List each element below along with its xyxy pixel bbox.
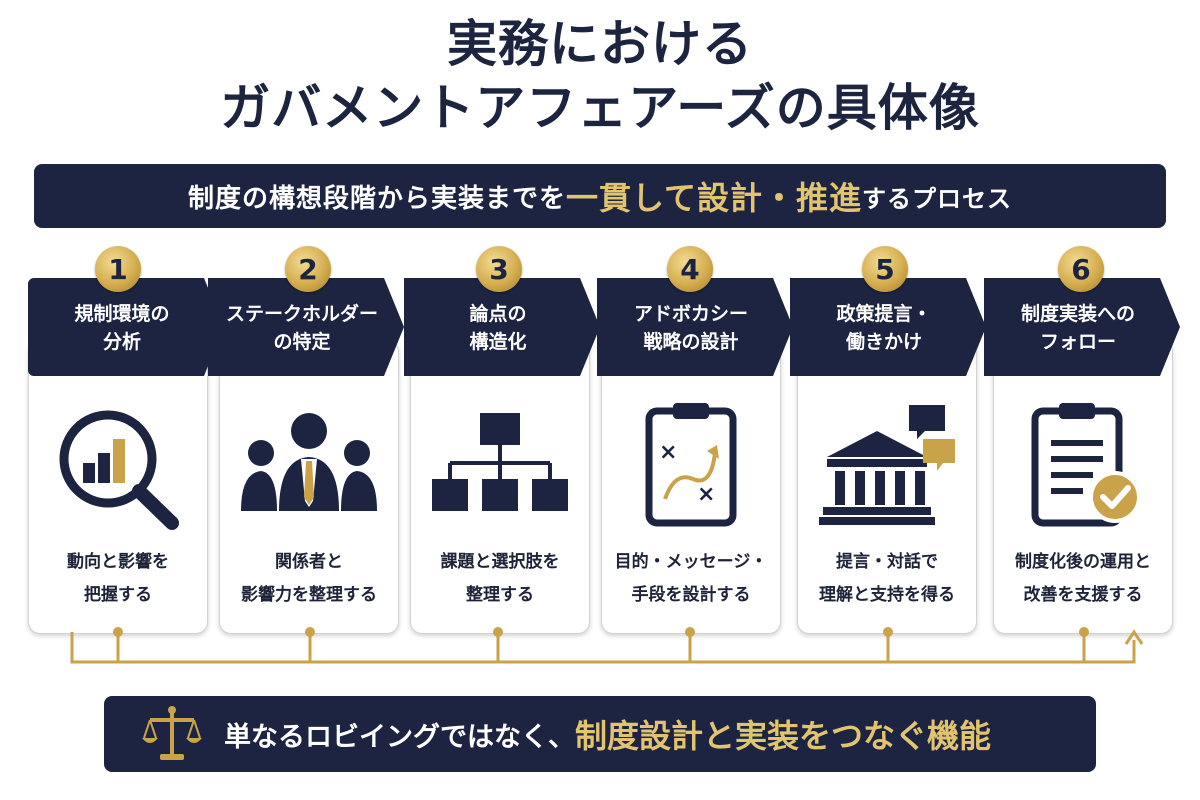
step-label-4-line1: アドボカシー <box>633 303 748 325</box>
step-desc-4-line1: 目的・メッセージ・ <box>614 552 768 572</box>
step-desc-4: 目的・メッセージ・ 手段を設計する <box>602 546 780 612</box>
step-desc-5-line2: 理解と支持を得る <box>819 585 955 605</box>
step-label-3-line1: 論点の <box>469 303 527 325</box>
step-label-5-line2: 働きかけ <box>845 331 922 353</box>
step-desc-1-line1: 動向と影響を <box>67 552 169 572</box>
step-desc-5: 提言・対話で 理解と支持を得る <box>798 546 976 612</box>
step-card-3: 課題と選択肢を 整理する <box>410 340 590 634</box>
page-title-line2: ガバメントアフェアーズの具体像 <box>220 79 980 137</box>
step-label-5-line1: 政策提言・ <box>836 303 932 325</box>
step-label-4-line2: 戦略の設計 <box>643 331 739 353</box>
scales-icon <box>142 706 202 760</box>
step-desc-1-line2: 把握する <box>84 585 152 605</box>
step-desc-2-line1: 関係者と <box>275 552 343 572</box>
step-number-4: 4 <box>667 246 713 292</box>
step-desc-6-line1: 制度化後の運用と <box>1015 552 1151 572</box>
svg-text:×: × <box>659 440 677 465</box>
step-desc-6: 制度化後の運用と 改善を支援する <box>994 546 1172 612</box>
step-desc-3-line2: 整理する <box>466 585 534 605</box>
step-label-2-line1: ステークホルダー <box>225 303 378 325</box>
page-title-line1: 実務における <box>447 15 753 73</box>
clipboard-check-icon <box>1031 403 1141 527</box>
step-label-1-line2: 分析 <box>102 331 141 353</box>
banner-highlight-2: 推進 <box>796 179 863 217</box>
step-label-2-line2: の特定 <box>273 331 331 353</box>
step-label-6-line1: 制度実装への <box>1020 303 1135 325</box>
step-number-2: 2 <box>285 246 331 292</box>
step-number-3: 3 <box>476 246 522 292</box>
step-label-1-line1: 規制環境の <box>74 303 170 325</box>
bottom-highlight: 制度設計と実装をつなぐ機能 <box>575 717 992 755</box>
step-header-1: 規制環境の分析 <box>28 278 224 376</box>
banner-text-2: するプロセス <box>862 184 1013 213</box>
hierarchy-icon <box>432 413 568 511</box>
step-desc-1: 動向と影響を 把握する <box>29 546 207 612</box>
step-card-2: 関係者と 影響力を整理する <box>219 340 399 634</box>
step-header-4: アドボカシー戦略の設計 <box>597 278 793 376</box>
step-header-2: ステークホルダーの特定 <box>208 278 404 376</box>
banner-text-1: 制度の構想段階から実装までを <box>187 183 566 214</box>
bottom-text-1: 単なるロビイングではなく、 <box>224 721 575 753</box>
strategy-clipboard-icon: × × <box>645 403 737 527</box>
step-desc-4-line2: 手段を設計する <box>631 585 751 605</box>
banner-highlight-1: 一貫して設計 <box>565 179 764 217</box>
step-header-6: 制度実装へのフォロー <box>984 278 1180 376</box>
step-number-1: 1 <box>95 246 141 292</box>
step-number-6: 6 <box>1058 246 1104 292</box>
step-header-3: 論点の構造化 <box>404 278 600 376</box>
step-label-6-line2: フォロー <box>1039 331 1116 353</box>
step-desc-5-line1: 提言・対話で <box>836 552 938 572</box>
banner-separator: ・ <box>763 179 797 217</box>
step-card-1: 動向と影響を 把握する <box>28 340 208 634</box>
step-desc-6-line2: 改善を支援する <box>1023 585 1143 605</box>
magnifier-chart-icon <box>59 410 179 530</box>
step-label-3-line2: 構造化 <box>469 331 527 353</box>
people-group-icon <box>241 413 377 511</box>
bottom-banner: 単なるロビイングではなく、 制度設計と実装をつなぐ機能 <box>104 696 1096 772</box>
step-desc-3-line1: 課題と選択肢を <box>440 552 560 572</box>
step-desc-2: 関係者と 影響力を整理する <box>220 546 398 612</box>
step-number-5: 5 <box>862 246 908 292</box>
step-card-4: × × 目的・メッセージ・ 手段を設計する <box>601 340 781 634</box>
step-header-5: 政策提言・働きかけ <box>790 278 986 376</box>
svg-text:×: × <box>697 482 715 507</box>
step-card-5: 提言・対話で 理解と支持を得る <box>797 340 977 634</box>
step-desc-2-line2: 影響力を整理する <box>241 585 377 605</box>
government-building-icon <box>819 405 955 525</box>
subtitle-banner: 制度の構想段階から実装までを 一貫して設計 ・ 推進 するプロセス <box>34 164 1166 228</box>
step-desc-3: 課題と選択肢を 整理する <box>411 546 589 612</box>
